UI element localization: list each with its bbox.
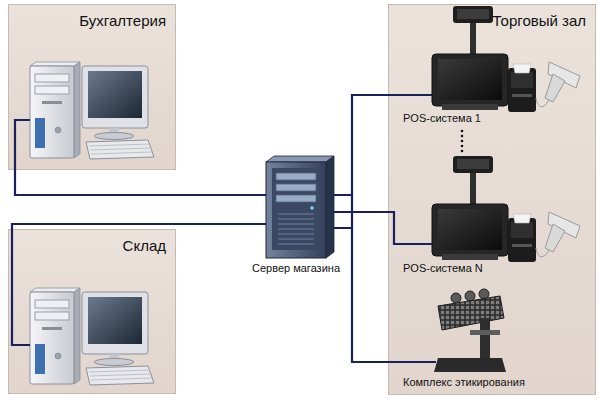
computer-illustration	[30, 62, 154, 159]
network-cable	[15, 170, 248, 195]
device-label: Комплекс этикирования	[403, 376, 525, 389]
panel-title: Склад	[123, 237, 166, 255]
device-label: POS-система 1	[403, 112, 481, 125]
computer-illustration	[30, 288, 154, 385]
device-label: POS-система N	[403, 262, 483, 275]
device-label: Сервер магазина	[252, 262, 340, 275]
panel-title: Бухгалтерия	[79, 12, 166, 30]
server-illustration	[266, 156, 334, 258]
panel-title: Торговый зал	[493, 12, 586, 30]
